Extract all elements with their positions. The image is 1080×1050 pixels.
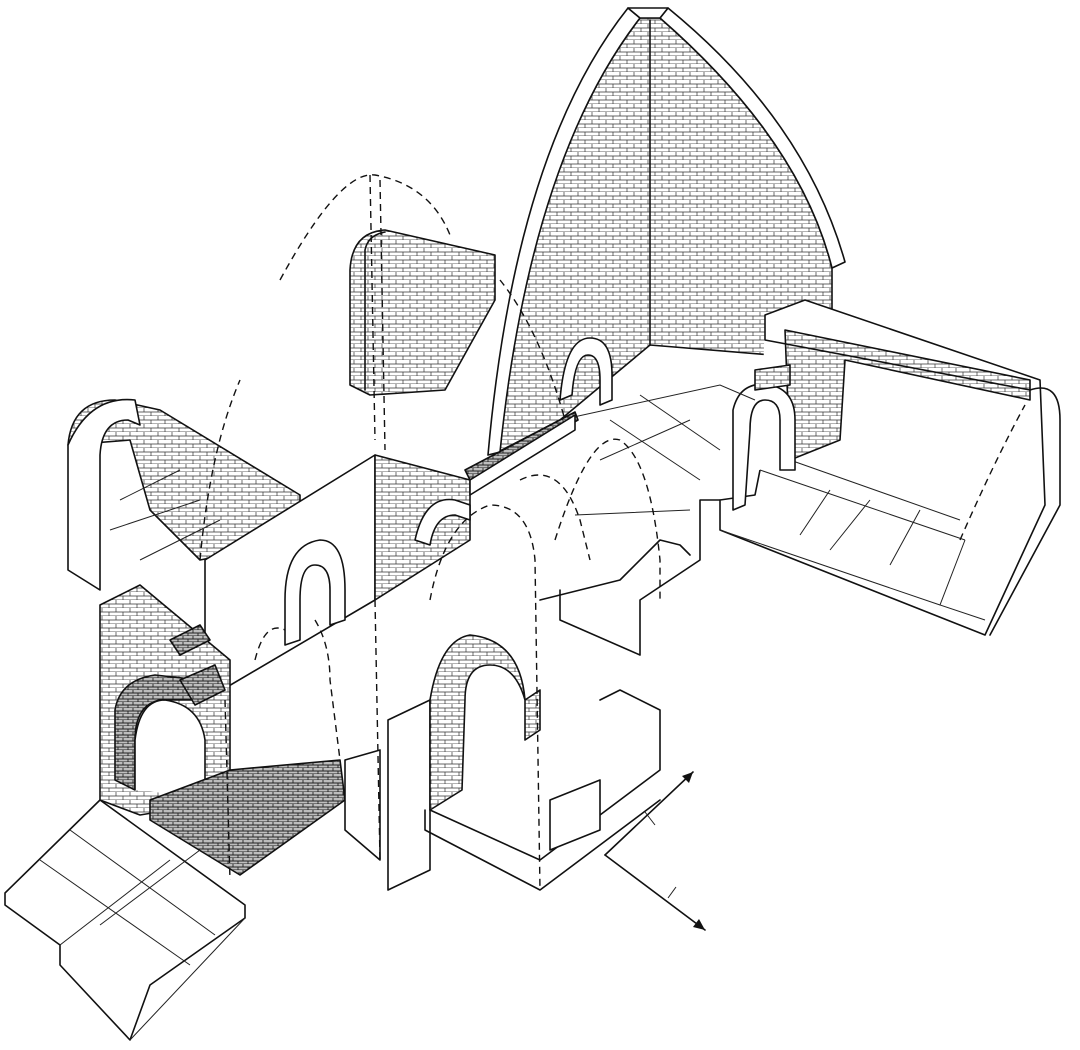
barrel-vault xyxy=(349,229,496,396)
front-left-tower xyxy=(99,584,381,876)
entrance-floor xyxy=(4,799,246,1041)
central-block xyxy=(204,414,576,701)
pointed-vault xyxy=(487,7,846,456)
left-arch-wall xyxy=(67,398,301,591)
orientation-arrows-icon xyxy=(604,771,706,931)
front-arch xyxy=(387,634,661,891)
right-room xyxy=(719,299,1061,636)
dashed-vault-projections xyxy=(199,174,1026,891)
central-floor xyxy=(464,384,756,656)
